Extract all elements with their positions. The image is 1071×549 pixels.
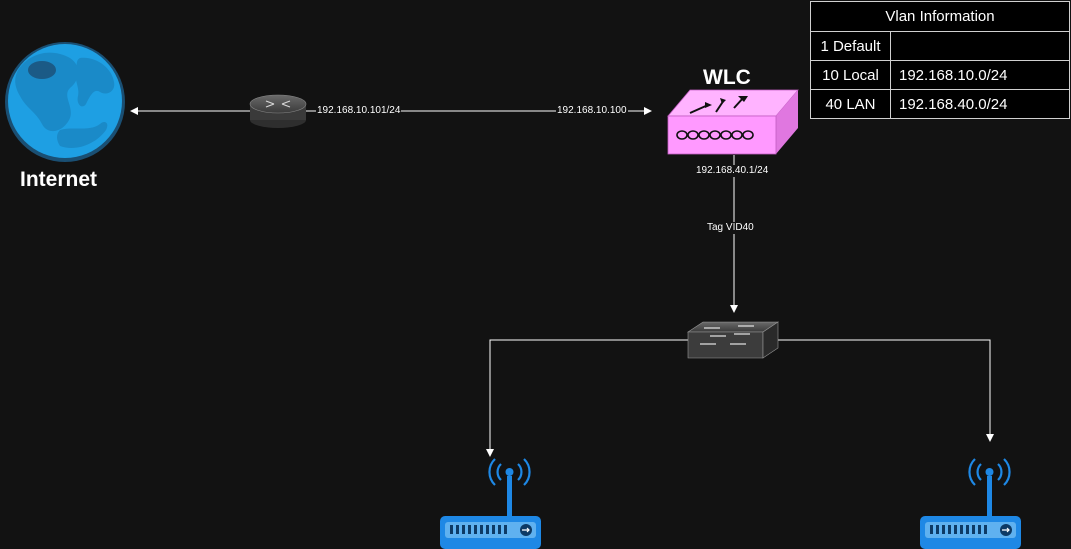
vlan-id-cell: 10 Local [810, 60, 891, 90]
table-row: 1 Default [810, 31, 1070, 61]
link-switch-ap-left [486, 339, 688, 457]
vlan-subnet-cell [890, 31, 1070, 61]
vlan-id-cell: 1 Default [810, 31, 891, 61]
wlc-icon [667, 89, 799, 155]
table-row: 40 LAN 192.168.40.0/24 [810, 89, 1070, 119]
vlan-table-title: Vlan Information [810, 1, 1070, 32]
router-icon [249, 94, 307, 128]
connections [130, 107, 994, 457]
vlan-info-table: Vlan Information 1 Default 10 Local 192.… [810, 1, 1070, 119]
vlan-table-header: Vlan Information [810, 1, 1070, 32]
internet-label: Internet [20, 168, 98, 191]
access-point-icon [920, 458, 1021, 549]
vlan-subnet-cell: 192.168.10.0/24 [890, 60, 1070, 90]
wlc-label: WLC [703, 66, 751, 89]
wlc-downlink-ip-label: 192.168.40.1/24 [695, 165, 770, 177]
switch-icon [687, 321, 779, 359]
vlan-id-cell: 40 LAN [810, 89, 891, 119]
vlan-subnet-cell: 192.168.40.0/24 [890, 89, 1070, 119]
wlc-uplink-ip-label: 192.168.10.100 [556, 105, 628, 117]
trunk-tag-label: Tag VID40 [706, 222, 755, 234]
table-row: 10 Local 192.168.10.0/24 [810, 60, 1070, 90]
router-ip-label: 192.168.10.101/24 [316, 105, 402, 117]
globe-icon [5, 42, 125, 162]
link-switch-ap-right [778, 339, 994, 442]
access-point-icon [440, 458, 541, 549]
